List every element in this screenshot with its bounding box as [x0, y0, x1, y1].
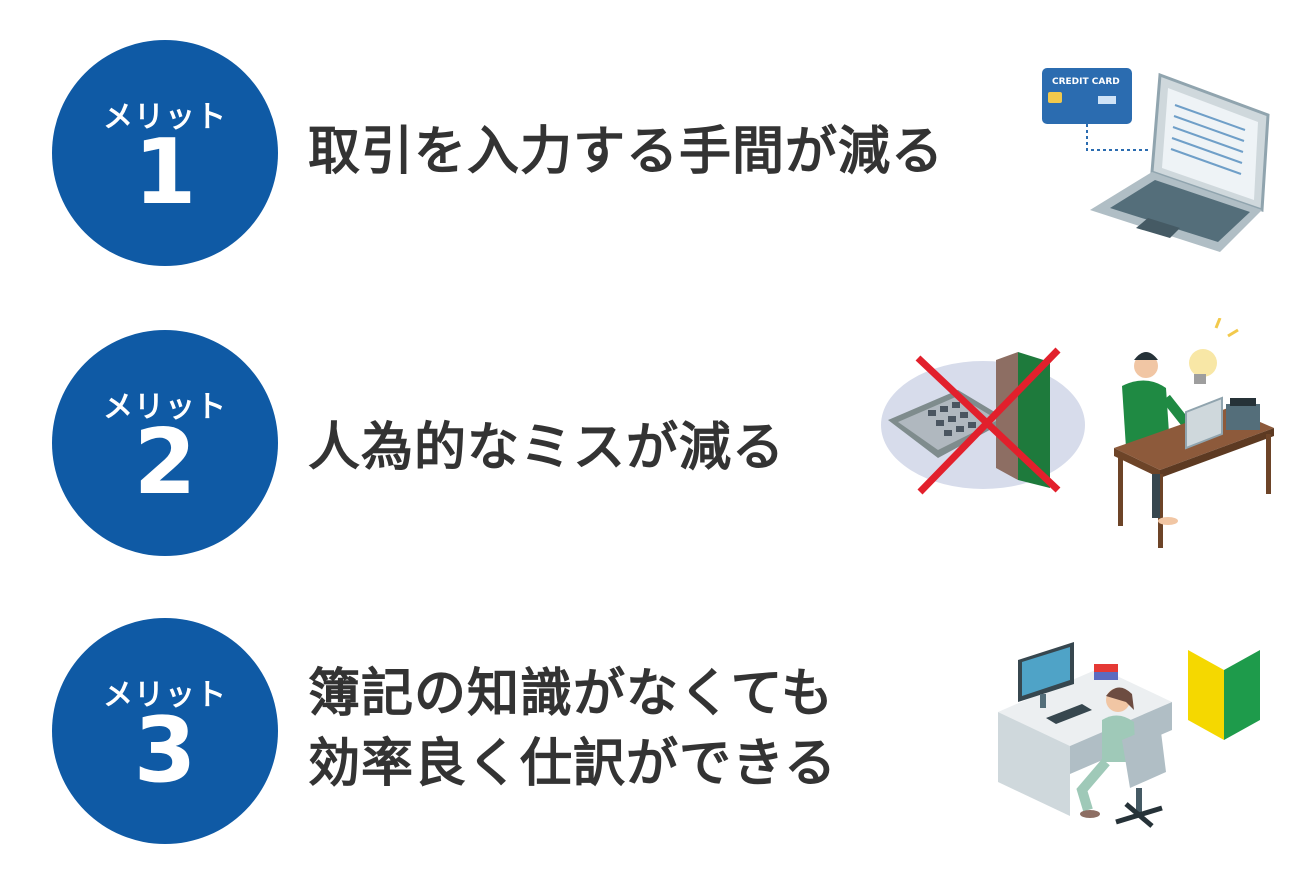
merit-3-label: メリット — [103, 678, 227, 713]
merit-3-title: 簿記の知識がなくても 効率良く仕訳ができる — [308, 660, 837, 799]
merit-2-title: 人為的なミスが減る — [308, 418, 786, 478]
beginner-mark-icon — [1188, 650, 1260, 740]
merit-3-title-line-2: 効率良く仕訳ができる — [308, 733, 837, 794]
merit-2-badge: メリット 2 — [52, 330, 278, 556]
merit-1-title: 取引を入力する手間が減る — [308, 122, 945, 182]
calculator-ledger-crossed-illustration — [881, 347, 1085, 495]
merit-3-number: 3 — [133, 698, 197, 803]
woman-at-computer-illustration — [998, 642, 1172, 828]
laptop-credit-card-illustration: CREDIT CARD — [1042, 68, 1270, 252]
merit-3-title-line-1: 簿記の知識がなくても — [308, 664, 834, 724]
merit-1-label: メリット — [103, 100, 227, 135]
merit-1-number: 1 — [133, 120, 197, 225]
credit-card-text: CREDIT CARD — [1052, 77, 1120, 87]
merit-2-number: 2 — [133, 410, 197, 515]
merit-2-label: メリット — [103, 390, 227, 425]
man-at-desk-illustration — [1114, 318, 1274, 548]
merit-3-badge: メリット 3 — [52, 618, 278, 844]
merit-1-badge: メリット 1 — [52, 40, 278, 266]
